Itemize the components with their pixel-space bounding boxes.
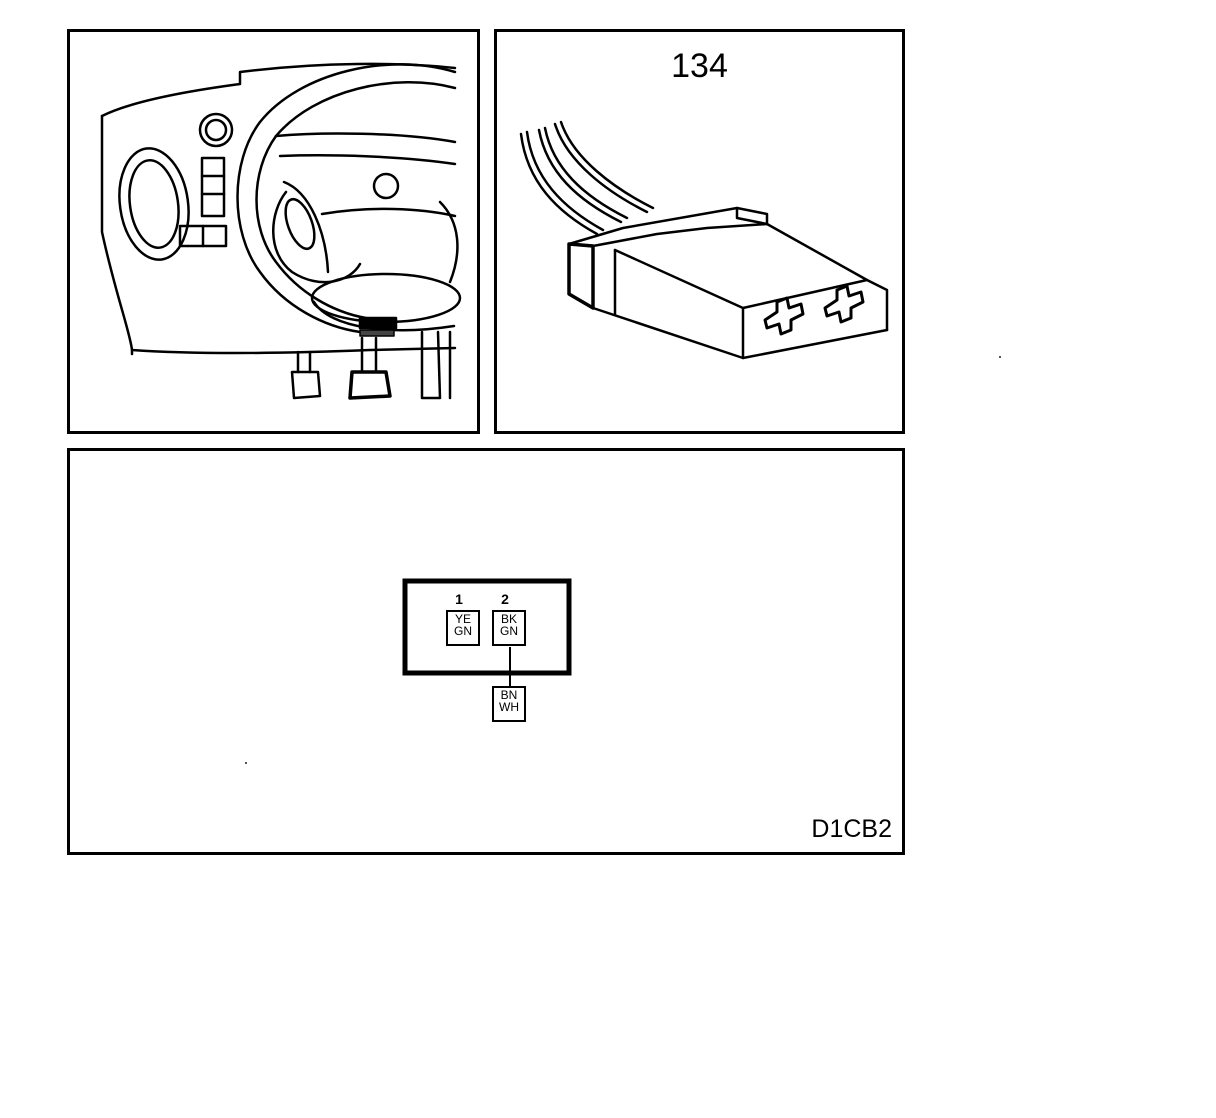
pin-2-color-secondary: GN bbox=[500, 624, 518, 638]
splice-color-secondary: WH bbox=[499, 700, 519, 714]
connector-wire-1 bbox=[519, 132, 599, 236]
pin-1-color-secondary: GN bbox=[454, 624, 472, 638]
clutch-pedal bbox=[290, 370, 322, 400]
terminal-cavity-2 bbox=[823, 284, 865, 324]
wheel-spoke-upper bbox=[274, 132, 457, 144]
knee-bolster bbox=[310, 272, 462, 324]
connector-wire-2 bbox=[537, 128, 623, 224]
dashboard-illustration bbox=[100, 62, 462, 400]
connector-wire-3 bbox=[553, 122, 649, 214]
instrument-cluster bbox=[118, 147, 190, 261]
brake-pedal bbox=[348, 370, 392, 400]
diagram-code: D1CB2 bbox=[811, 815, 892, 843]
steering-wheel-rim bbox=[236, 63, 457, 334]
pin-number-2: 2 bbox=[501, 591, 509, 607]
splice-color-primary: BN bbox=[500, 688, 518, 702]
switch-stack bbox=[200, 156, 226, 218]
stray-dot bbox=[245, 762, 247, 764]
splice-wire-color: BN WH bbox=[492, 686, 526, 722]
stray-dot bbox=[999, 356, 1001, 358]
pin-1-wire-color: YE GN bbox=[446, 610, 480, 646]
pinout-panel: 1 2 YE GN BK GN BN WH D1CB2 bbox=[67, 448, 905, 855]
connector-location-marker bbox=[358, 316, 398, 330]
connector-number: 134 bbox=[671, 47, 728, 85]
pin-2-color-primary: BK bbox=[500, 612, 517, 626]
pin-1-color-primary: YE bbox=[454, 612, 471, 626]
round-gauge bbox=[198, 112, 234, 148]
column-switch bbox=[284, 197, 316, 251]
pin-number-1: 1 bbox=[455, 591, 463, 607]
connector-illustration bbox=[519, 120, 889, 360]
accelerator-pedal bbox=[420, 330, 442, 400]
location-panel bbox=[67, 29, 480, 434]
connector-face-outline bbox=[402, 578, 572, 676]
dashboard-lower-edge bbox=[100, 114, 457, 355]
connector-housing bbox=[567, 242, 595, 310]
terminal-cavity-1 bbox=[763, 296, 805, 336]
wheel-spoke-lower bbox=[320, 207, 457, 218]
pin-2-wire-color: BK GN bbox=[492, 610, 526, 646]
dashboard-outline bbox=[100, 62, 457, 118]
pinout-drawing bbox=[402, 578, 572, 687]
connector-panel: 134 bbox=[494, 29, 905, 434]
